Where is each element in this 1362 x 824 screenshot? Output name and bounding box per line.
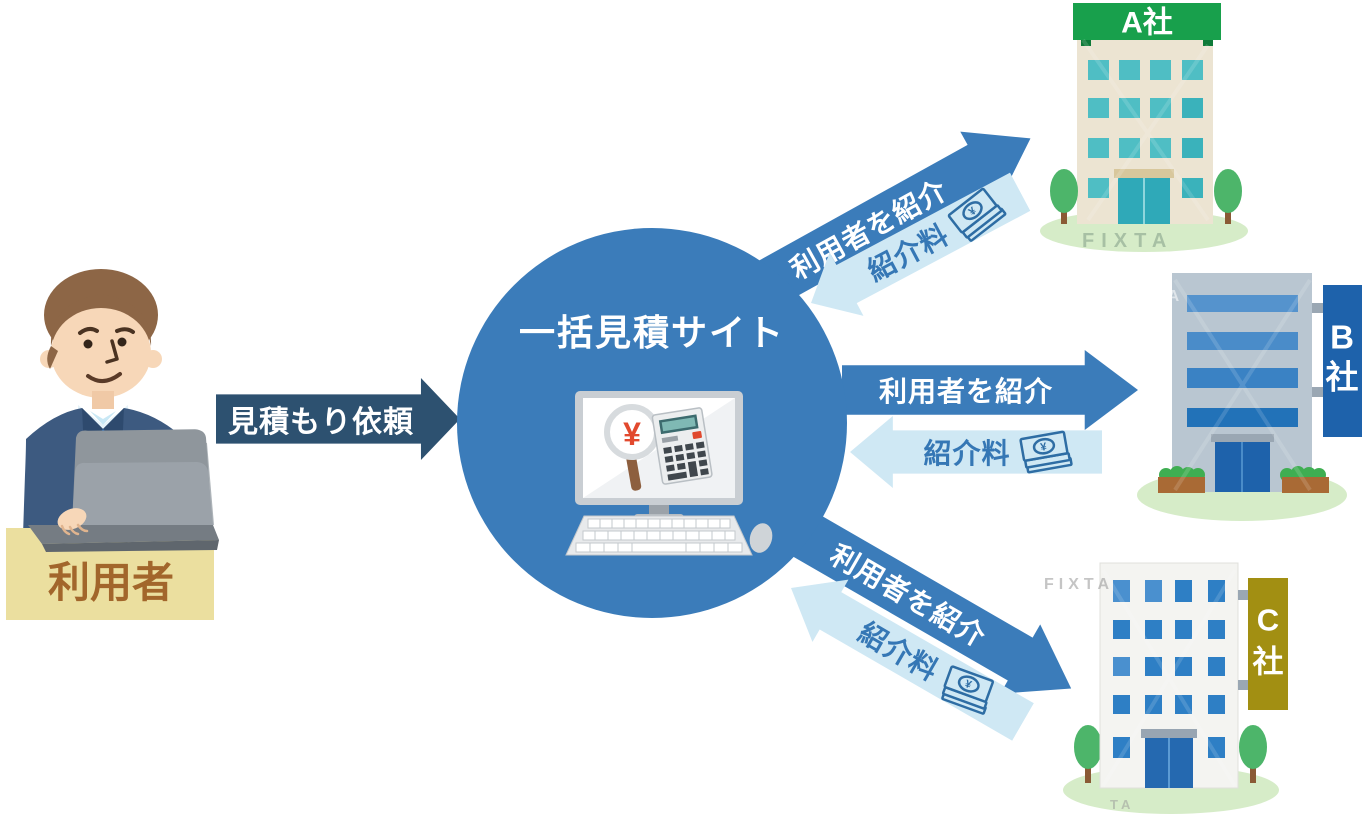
refer-arrow-b: 利用者を紹介 — [842, 350, 1138, 430]
watermark-lines — [1101, 568, 1237, 788]
quote-request-label: 見積もり依頼 — [228, 406, 414, 439]
site-title: 一括見積サイト — [518, 312, 785, 353]
company-a-label: A社 — [1121, 7, 1173, 40]
yen-symbol: ¥ — [623, 416, 641, 452]
sign-a — [1073, 3, 1221, 40]
eye — [117, 337, 127, 347]
money-icon: ¥ — [937, 663, 997, 716]
building-a: A社 — [1040, 3, 1248, 252]
calculator-icon — [651, 407, 713, 485]
yen-symbol: ¥ — [1039, 441, 1048, 454]
hand — [57, 508, 89, 536]
mouse-icon — [749, 523, 773, 553]
company-c-label-line2: 社 — [1253, 645, 1284, 680]
site-circle: 一括見積サイト ¥ — [457, 228, 847, 618]
sign-b — [1323, 285, 1362, 437]
computer-icon: ¥ — [565, 391, 773, 556]
tree-icon — [1074, 725, 1267, 783]
yen-symbol: ¥ — [963, 678, 974, 692]
keyboard-icon — [565, 515, 753, 556]
fee-arrow-b: 紹介料 ¥ — [850, 416, 1102, 488]
planter — [1158, 466, 1329, 493]
fee-arrow-b-label: 紹介料 — [923, 438, 1011, 469]
money-icon: ¥ — [946, 184, 1009, 245]
watermark-lines — [1081, 38, 1210, 222]
user-illustration: 利用者 — [6, 269, 219, 620]
building-b: B 社 — [1137, 273, 1362, 521]
user-label: 利用者 — [48, 559, 174, 606]
company-b-label-line1: B — [1330, 319, 1354, 356]
money-icon: ¥ — [1018, 430, 1073, 474]
sign-c — [1248, 578, 1288, 710]
company-b-label-line2: 社 — [1326, 359, 1359, 396]
laptop-icon — [28, 429, 219, 552]
tree-icon — [1050, 169, 1242, 224]
refer-arrow-b-label: 利用者を紹介 — [878, 376, 1053, 407]
fee-arrow-a: 紹介料 ¥ — [794, 160, 1037, 335]
fee-arrow-c: 紹介料 ¥ — [773, 557, 1041, 753]
eye — [83, 339, 93, 349]
building-c: C 社 — [1063, 562, 1288, 814]
face — [51, 308, 151, 398]
quote-request-arrow: 見積もり依頼 — [216, 378, 460, 460]
company-c-label-line1: C — [1257, 603, 1279, 638]
watermark-lines — [1173, 278, 1312, 492]
